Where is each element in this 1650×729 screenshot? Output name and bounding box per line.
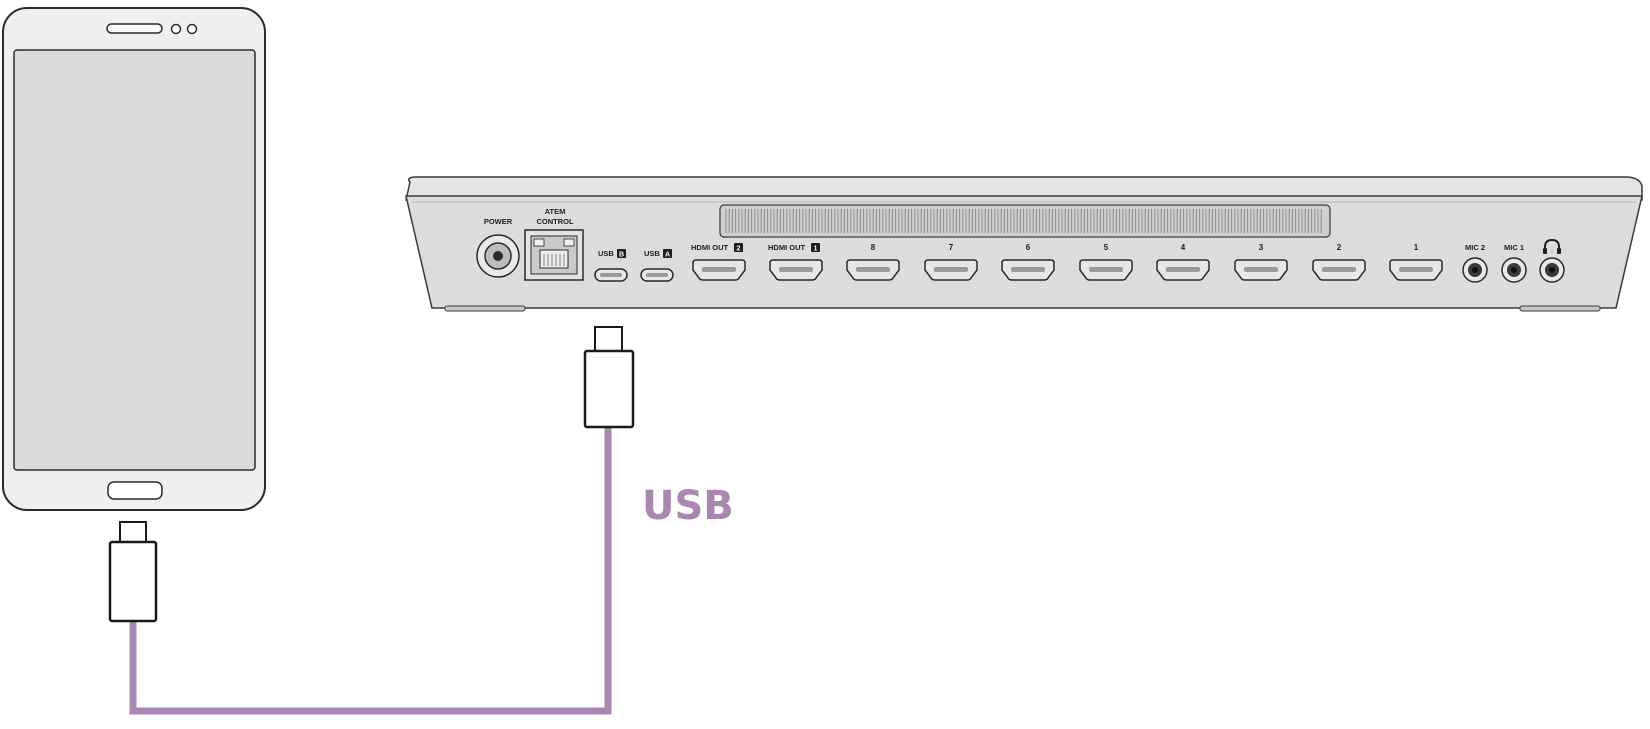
- mic-2-label: MIC 2: [1465, 243, 1485, 252]
- usb-cable: [129, 425, 612, 715]
- hdmi-in-8-label: 8: [871, 243, 876, 252]
- hdmi-out-2-badge-icon: 2: [734, 243, 743, 253]
- headphone-jack: [1539, 257, 1565, 283]
- usb-b-label: USB: [598, 249, 614, 258]
- phone-speaker: [106, 23, 163, 34]
- hdmi-out-1-port-contact: [779, 267, 813, 272]
- switcher-top-lid: [405, 176, 1643, 201]
- phone-sensor-icon: [186, 23, 198, 35]
- switcher-foot-left: [444, 305, 526, 312]
- atem-switcher: POWER ATEM CONTROL USB B USB: [405, 176, 1643, 312]
- mic-1-label: MIC 1: [1504, 243, 1524, 252]
- hdmi-in-1-port-contact: [1399, 267, 1433, 272]
- hdmi-in-4-label: 4: [1181, 243, 1186, 252]
- phone-screen: [13, 49, 256, 471]
- hdmi-out-2-port-contact: [702, 267, 736, 272]
- hdmi-in-3-label: 3: [1259, 243, 1264, 252]
- ethernet-port: [524, 229, 584, 281]
- power-label: POWER: [484, 217, 513, 226]
- svg-text:1: 1: [814, 246, 818, 253]
- usb-b-port: [594, 268, 628, 282]
- usb-a-label: USB: [644, 249, 660, 258]
- svg-text:A: A: [665, 252, 670, 259]
- svg-text:B: B: [619, 252, 624, 259]
- usb-a-port: [640, 268, 674, 282]
- phone-camera-icon: [170, 23, 182, 35]
- power-jack: [476, 234, 520, 278]
- vent-slots: [725, 209, 1322, 233]
- usb-c-plug-switcher: [583, 326, 635, 429]
- usb-c-plug-phone: [108, 521, 158, 623]
- headphones-icon: [1543, 238, 1561, 254]
- hdmi-in-7-label: 7: [949, 243, 954, 252]
- hdmi-in-5-label: 5: [1104, 243, 1109, 252]
- mic-2-jack: [1462, 257, 1488, 283]
- svg-text:2: 2: [737, 246, 741, 253]
- usb-b-badge-icon: B: [617, 249, 626, 259]
- hdmi-out-1-badge-icon: 1: [811, 243, 820, 253]
- hdmi-out-2-label: HDMI OUT: [691, 243, 728, 252]
- smartphone: [2, 7, 266, 511]
- hdmi-in-4-port-contact: [1166, 267, 1200, 272]
- phone-home-button: [107, 481, 163, 500]
- hdmi-out-1-label: HDMI OUT: [768, 243, 805, 252]
- hdmi-in-5-port-contact: [1089, 267, 1123, 272]
- hdmi-in-6-port-contact: [1011, 267, 1045, 272]
- hdmi-in-6-label: 6: [1026, 243, 1031, 252]
- hdmi-in-8-port-contact: [856, 267, 890, 272]
- atem-control-label-line1: ATEM: [545, 207, 566, 216]
- hdmi-in-3-port-contact: [1244, 267, 1278, 272]
- hdmi-in-2-port-contact: [1322, 267, 1356, 272]
- usb-a-badge-icon: A: [663, 249, 672, 259]
- hdmi-in-7-port-contact: [934, 267, 968, 272]
- mic-1-jack: [1501, 257, 1527, 283]
- hdmi-in-2-label: 2: [1337, 243, 1342, 252]
- atem-control-label-line2: CONTROL: [536, 217, 573, 226]
- usb-cable-label: USB: [642, 483, 734, 529]
- hdmi-ports: [692, 259, 1443, 281]
- switcher-foot-right: [1519, 305, 1601, 312]
- hdmi-in-1-label: 1: [1414, 243, 1419, 252]
